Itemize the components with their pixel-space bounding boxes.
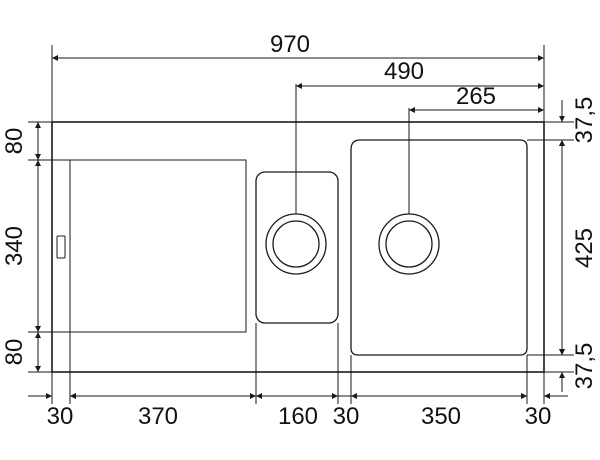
dim-left-top-80-label: 80 (1, 128, 28, 155)
dim-bottom-seg-2-label: 370 (138, 403, 178, 430)
dim-right-bottom-37-5-label: 37,5 (571, 343, 598, 390)
large-bowl-drain-outer (378, 213, 440, 275)
dim-left-bottom-80-label: 80 (1, 339, 28, 366)
dim-left-340-label: 340 (1, 226, 28, 266)
dim-bottom-seg-6-label: 30 (525, 403, 552, 430)
small-bowl (255, 171, 339, 324)
large-bowl (350, 139, 528, 356)
left-dimensions: 80 340 80 (1, 121, 70, 373)
sink-outline (51, 121, 545, 373)
drainboard-area (69, 159, 247, 333)
small-bowl-drain-inner (272, 220, 320, 268)
dim-bottom-seg-4-label: 30 (333, 403, 360, 430)
bottom-dimensions: 30 370 160 30 350 30 (28, 323, 568, 430)
dim-bottom-seg-5-label: 350 (421, 403, 461, 430)
large-bowl-drain-inner (385, 220, 433, 268)
right-dimensions: 37,5 425 37,5 (527, 97, 598, 392)
sink-body (51, 121, 545, 373)
top-dimensions: 970 490 265 (51, 31, 545, 214)
dim-970-label: 970 (270, 31, 310, 58)
overflow-slot (56, 235, 66, 259)
dim-490-label: 490 (384, 58, 424, 85)
dim-bottom-seg-3-label: 160 (278, 403, 318, 430)
dim-right-top-37-5-label: 37,5 (571, 97, 598, 144)
dim-right-425-label: 425 (571, 228, 598, 268)
dim-bottom-seg-1-label: 30 (47, 403, 74, 430)
small-bowl-drain-outer (265, 213, 327, 275)
dim-265-label: 265 (456, 83, 496, 110)
